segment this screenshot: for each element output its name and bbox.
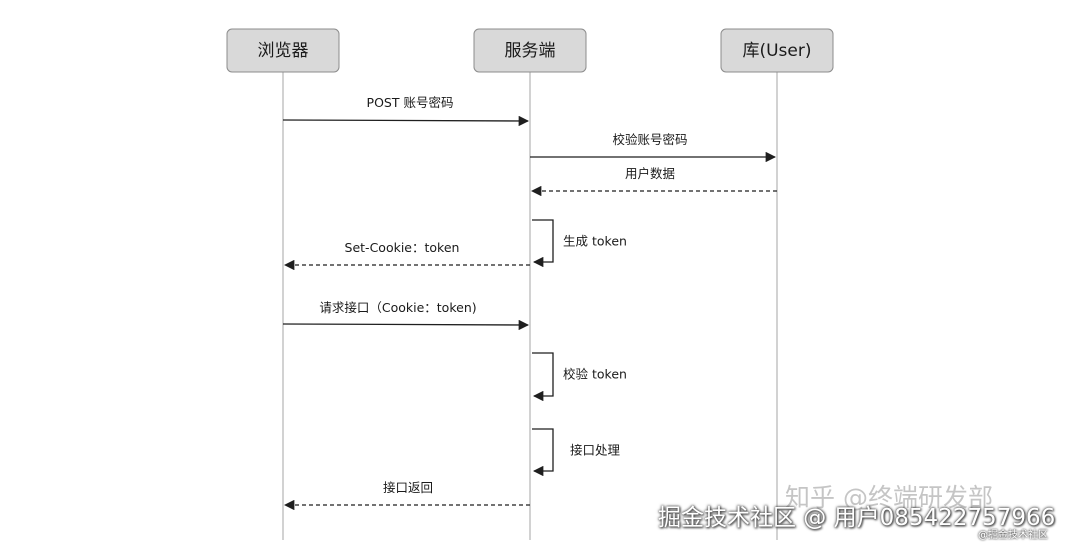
watermark-juejin-small: @掘金技术社区: [978, 530, 1048, 541]
actor-browser-label: 浏览器: [258, 41, 309, 61]
actor-db-label: 库(User): [742, 41, 811, 61]
msg-verify-token: 校验 token: [532, 352, 627, 402]
msg-verify-credentials-label: 校验账号密码: [612, 132, 687, 147]
msg-handle-api-label: 接口处理: [570, 443, 621, 458]
msg-api-response: 接口返回: [283, 480, 530, 511]
msg-verify-credentials: 校验账号密码: [530, 132, 777, 163]
msg-post-credentials-label: POST 账号密码: [367, 95, 454, 110]
msg-request-api: 请求接口（Cookie：token): [282, 300, 530, 331]
actor-server-label: 服务端: [505, 41, 556, 61]
msg-request-api-label: 请求接口（Cookie：token): [319, 300, 476, 315]
watermark-juejin: 掘金技术社区 @ 用户0854227579­66: [658, 505, 1056, 531]
watermark-zhihu: 知乎 @终端研发部: [785, 483, 993, 512]
msg-user-data: 用户数据: [530, 166, 777, 197]
msg-set-cookie: Set-Cookie：token: [283, 240, 530, 271]
msg-set-cookie-label: Set-Cookie：token: [345, 240, 460, 255]
msg-handle-api: 接口处理: [532, 428, 621, 477]
msg-post-credentials: POST 账号密码: [282, 95, 530, 127]
msg-generate-token: 生成 token: [532, 219, 627, 268]
actor-browser: 浏览器: [226, 28, 340, 73]
msg-verify-token-label: 校验 token: [563, 367, 627, 382]
msg-user-data-label: 用户数据: [625, 166, 675, 181]
msg-generate-token-label: 生成 token: [563, 234, 627, 249]
actor-db: 库(User): [720, 28, 834, 73]
msg-api-response-label: 接口返回: [383, 480, 433, 495]
actor-server: 服务端: [473, 28, 587, 73]
